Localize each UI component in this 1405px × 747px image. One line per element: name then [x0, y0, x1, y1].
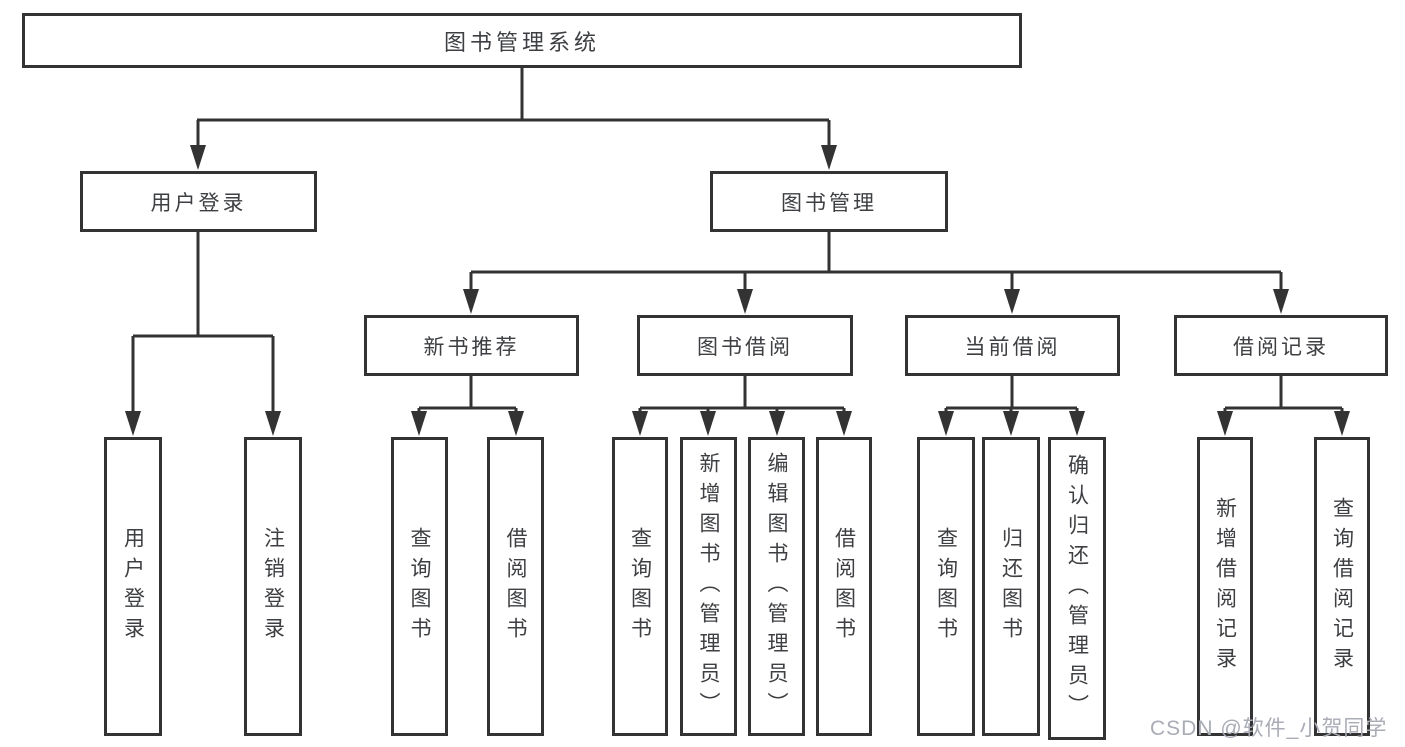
node-new-book-recommend-label: 新书推荐	[423, 335, 520, 359]
leaf-add-book-admin: 新增图书（管理员）	[680, 437, 737, 736]
csdn-watermark: CSDN @软件_小贺同学	[1150, 717, 1388, 740]
leaf-logout-label: 注销登录	[261, 526, 285, 647]
connector-bookmgmt-to-level3	[469, 232, 1283, 294]
leaf-query-books-recommend: 查询图书	[391, 437, 448, 736]
leaf-query-books-current: 查询图书	[917, 437, 975, 736]
node-user-login: 用户登录	[80, 171, 317, 232]
node-book-borrowing: 图书借阅	[637, 315, 853, 376]
node-borrowing-records-label: 借阅记录	[1233, 335, 1329, 359]
node-library-system: 图书管理系统	[22, 13, 1022, 68]
leaf-query-books-borrowing-label: 查询图书	[628, 526, 652, 647]
leaf-add-book-admin-label: 新增图书（管理员）	[697, 451, 720, 722]
node-current-borrowing: 当前借阅	[905, 315, 1120, 376]
leaf-borrow-books-recommend: 借阅图书	[487, 437, 544, 736]
leaf-confirm-return-admin: 确认归还（管理员）	[1048, 437, 1106, 740]
leaf-query-borrow-record-label: 查询借阅记录	[1330, 496, 1354, 677]
leaf-borrow-books-borrowing: 借阅图书	[816, 437, 872, 736]
node-book-management-label: 图书管理	[781, 191, 877, 215]
leaf-query-books-current-label: 查询图书	[934, 526, 958, 647]
leaf-logout: 注销登录	[244, 437, 302, 736]
connector-records-to-leaves	[1223, 375, 1344, 418]
leaf-edit-book-admin-label: 编辑图书（管理员）	[765, 451, 788, 722]
leaf-edit-book-admin: 编辑图书（管理员）	[748, 437, 805, 736]
leaf-borrow-books-recommend-label: 借阅图书	[504, 526, 527, 647]
leaf-confirm-return-admin-label: 确认归还（管理员）	[1065, 453, 1089, 724]
leaf-return-books: 归还图书	[982, 437, 1040, 736]
leaf-query-books-recommend-label: 查询图书	[408, 526, 431, 647]
node-book-management: 图书管理	[710, 171, 948, 232]
node-library-system-label: 图书管理系统	[443, 29, 600, 55]
leaf-borrow-books-borrowing-label: 借阅图书	[832, 526, 856, 647]
connector-recommend-to-leaves	[417, 375, 518, 418]
connector-root-to-level2	[196, 68, 831, 150]
leaf-query-books-borrowing: 查询图书	[612, 437, 668, 736]
leaf-user-login: 用户登录	[104, 437, 162, 736]
connector-borrowing-to-leaves	[638, 375, 846, 418]
node-book-borrowing-label: 图书借阅	[697, 335, 793, 359]
node-borrowing-records: 借阅记录	[1174, 315, 1388, 376]
leaf-return-books-label: 归还图书	[999, 526, 1023, 647]
leaf-user-login-label: 用户登录	[121, 526, 145, 647]
connector-userlogin-to-leaves	[131, 232, 275, 416]
node-new-book-recommend: 新书推荐	[364, 315, 579, 376]
node-current-borrowing-label: 当前借阅	[964, 335, 1061, 359]
leaf-add-borrow-record-label: 新增借阅记录	[1213, 496, 1237, 677]
arrowheads	[125, 145, 1350, 436]
leaf-query-borrow-record: 查询借阅记录	[1314, 437, 1370, 736]
leaf-add-borrow-record: 新增借阅记录	[1197, 437, 1253, 736]
node-user-login-label: 用户登录	[150, 191, 247, 215]
